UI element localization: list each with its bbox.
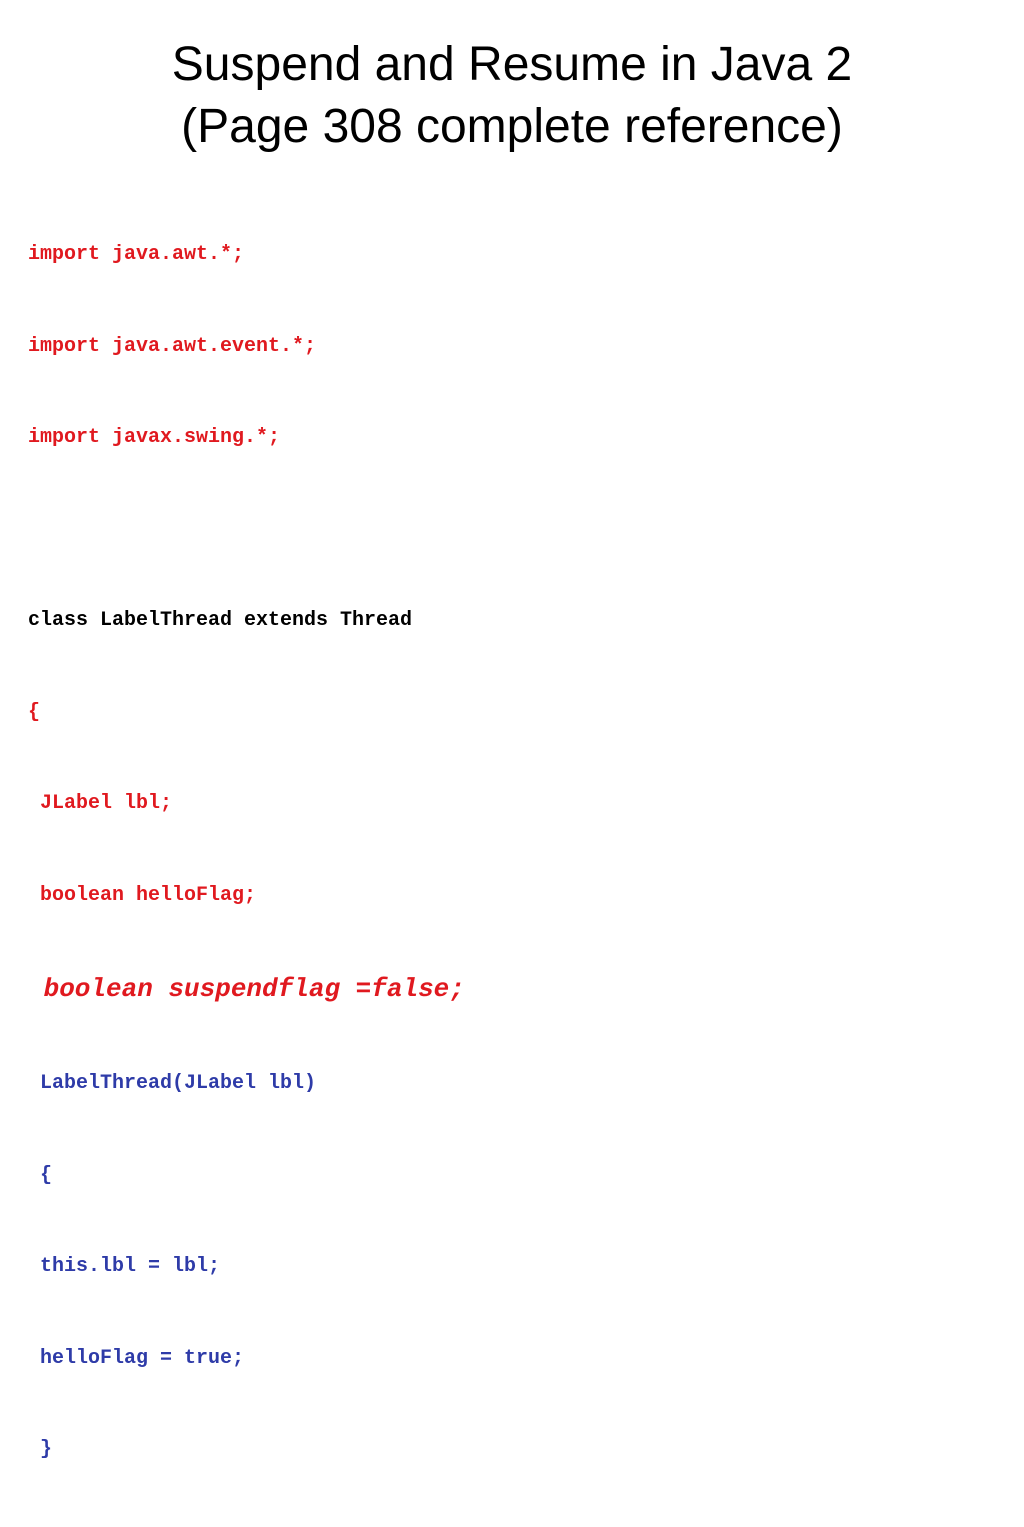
code-line-10: LabelThread(JLabel lbl) bbox=[28, 1072, 317, 1095]
code-line-13: helloFlag = true; bbox=[28, 1346, 245, 1370]
code-line-3: import javax.swing.*; bbox=[28, 426, 281, 449]
code-line-12: this.lbl = lbl; bbox=[28, 1255, 221, 1278]
slide-title: Suspend and Resume in Java 2 (Page 308 c… bbox=[0, 34, 1024, 158]
code-line-14: } bbox=[28, 1438, 53, 1461]
code-line-1: import java.awt.*; bbox=[28, 243, 245, 266]
code-line-2: import java.awt.event.*; bbox=[28, 334, 317, 358]
code-line-9-emphasized: boolean suspendflag =false; bbox=[28, 974, 465, 1004]
code-line-11: { bbox=[28, 1163, 53, 1187]
code-block: import java.awt.*; import java.awt.event… bbox=[28, 179, 465, 1527]
code-line-7: JLabel lbl; bbox=[28, 792, 173, 815]
title-line-1: Suspend and Resume in Java 2 bbox=[171, 38, 853, 91]
title-line-2: (Page 308 complete reference) bbox=[181, 100, 843, 153]
code-line-5: class LabelThread extends Thread bbox=[28, 609, 413, 632]
code-line-6: { bbox=[28, 700, 41, 724]
code-line-4-blank bbox=[28, 515, 465, 546]
slide: Suspend and Resume in Java 2 (Page 308 c… bbox=[0, 34, 1024, 1461]
code-line-8: boolean helloFlag; bbox=[28, 883, 257, 907]
